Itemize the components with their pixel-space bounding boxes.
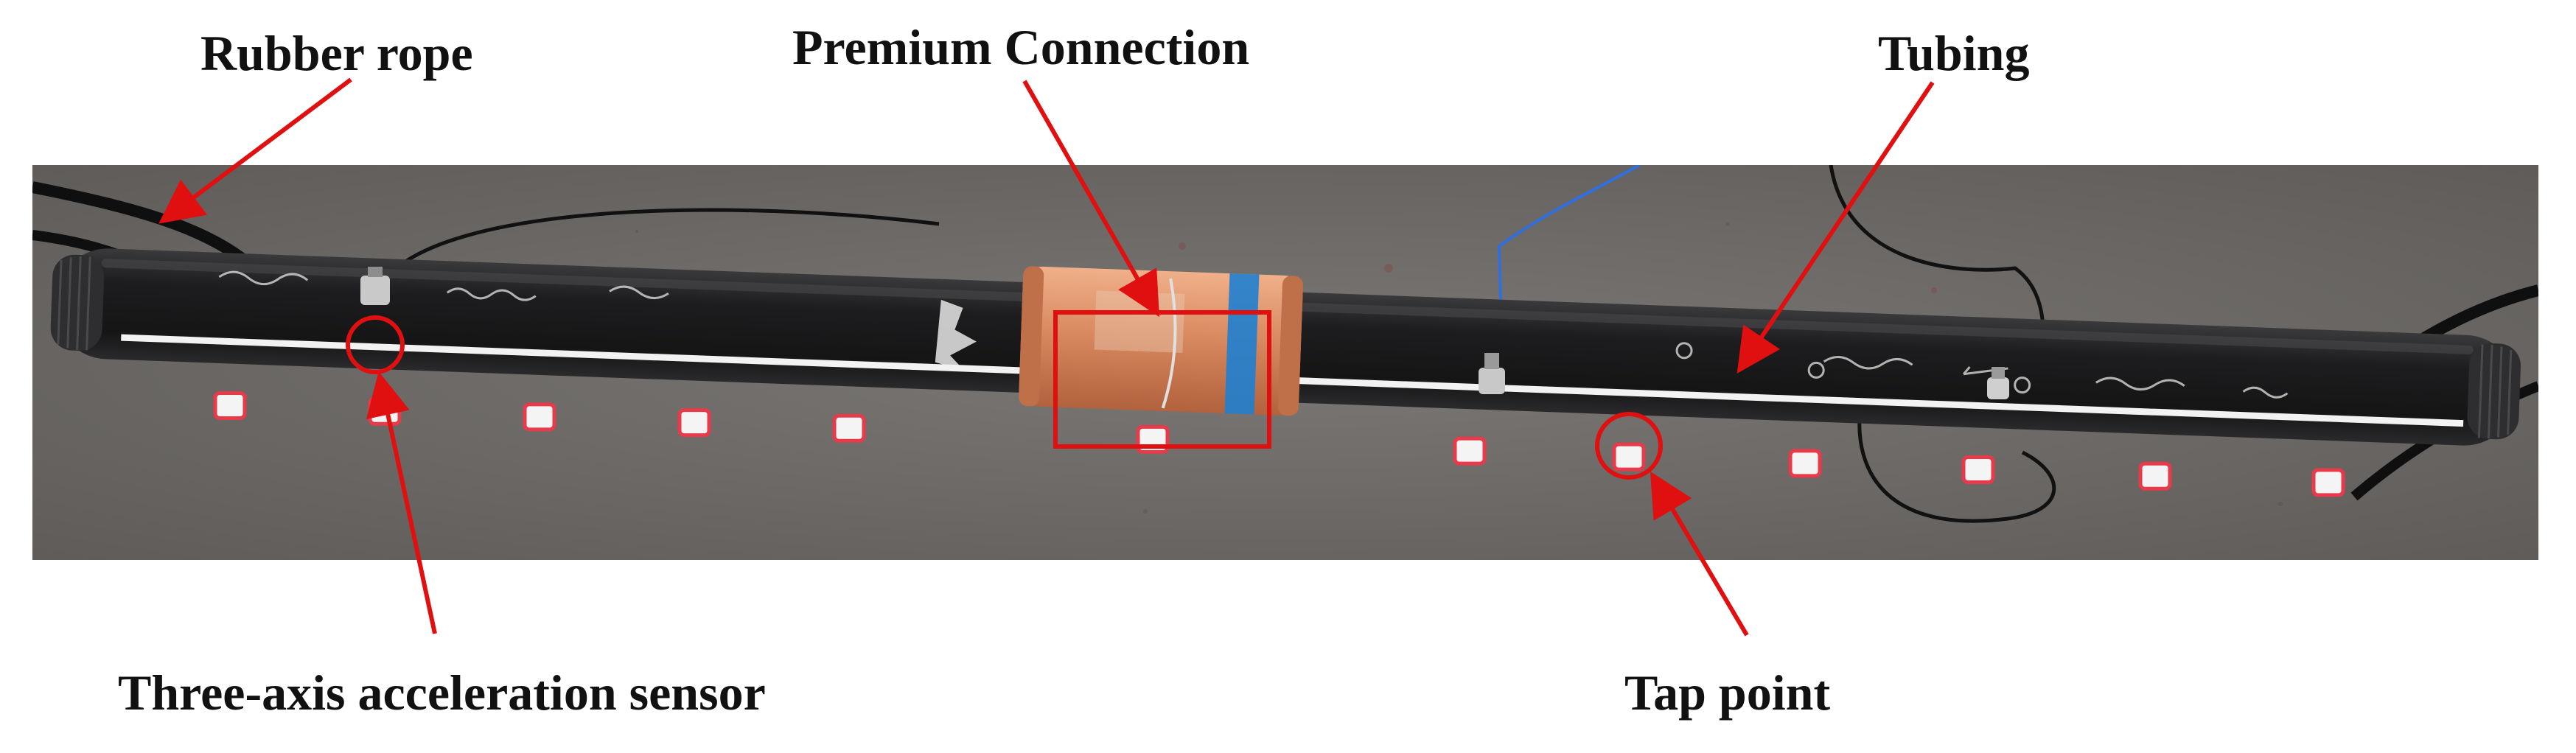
tubing-photo xyxy=(32,165,2538,560)
rubber-rope-label: Rubber rope xyxy=(200,25,473,81)
blue-tape xyxy=(1224,273,1260,415)
tap-marker xyxy=(677,408,711,438)
floor-texture xyxy=(185,222,2283,514)
blue-cable xyxy=(1497,165,1640,385)
sensor-middle xyxy=(1479,353,1505,394)
tap-marker xyxy=(1612,442,1646,472)
thread-left xyxy=(50,254,105,351)
tap-marker xyxy=(1453,436,1487,466)
tap-marker xyxy=(2311,468,2345,497)
tap-marker xyxy=(2138,461,2172,491)
tubing-label: Tubing xyxy=(1878,25,2030,81)
tap-marker xyxy=(1788,449,1822,478)
sensor-right xyxy=(1987,367,2009,399)
premium-connection-highlight-box xyxy=(1053,310,1271,449)
white-tape-patch xyxy=(935,299,977,371)
tap-marker xyxy=(523,402,556,432)
floor-cable-bottom xyxy=(1857,407,2056,523)
tap-marker xyxy=(832,413,866,443)
sensor-cable-left xyxy=(377,208,940,292)
tap-point-label: Tap point xyxy=(1624,665,1831,721)
tap-point-highlight-circle xyxy=(1595,412,1663,480)
tap-marker xyxy=(1961,455,1995,484)
tap-marker xyxy=(368,396,402,426)
tap-marker xyxy=(213,390,247,420)
sensor-left xyxy=(360,267,390,305)
premium-connection-label: Premium Connection xyxy=(792,19,1250,75)
tubing-photo-illustration xyxy=(32,165,2538,560)
premium-connection-coupling xyxy=(1019,266,1303,416)
thread-right xyxy=(2467,343,2521,440)
three-axis-sensor-label: Three-axis acceleration sensor xyxy=(118,665,766,721)
